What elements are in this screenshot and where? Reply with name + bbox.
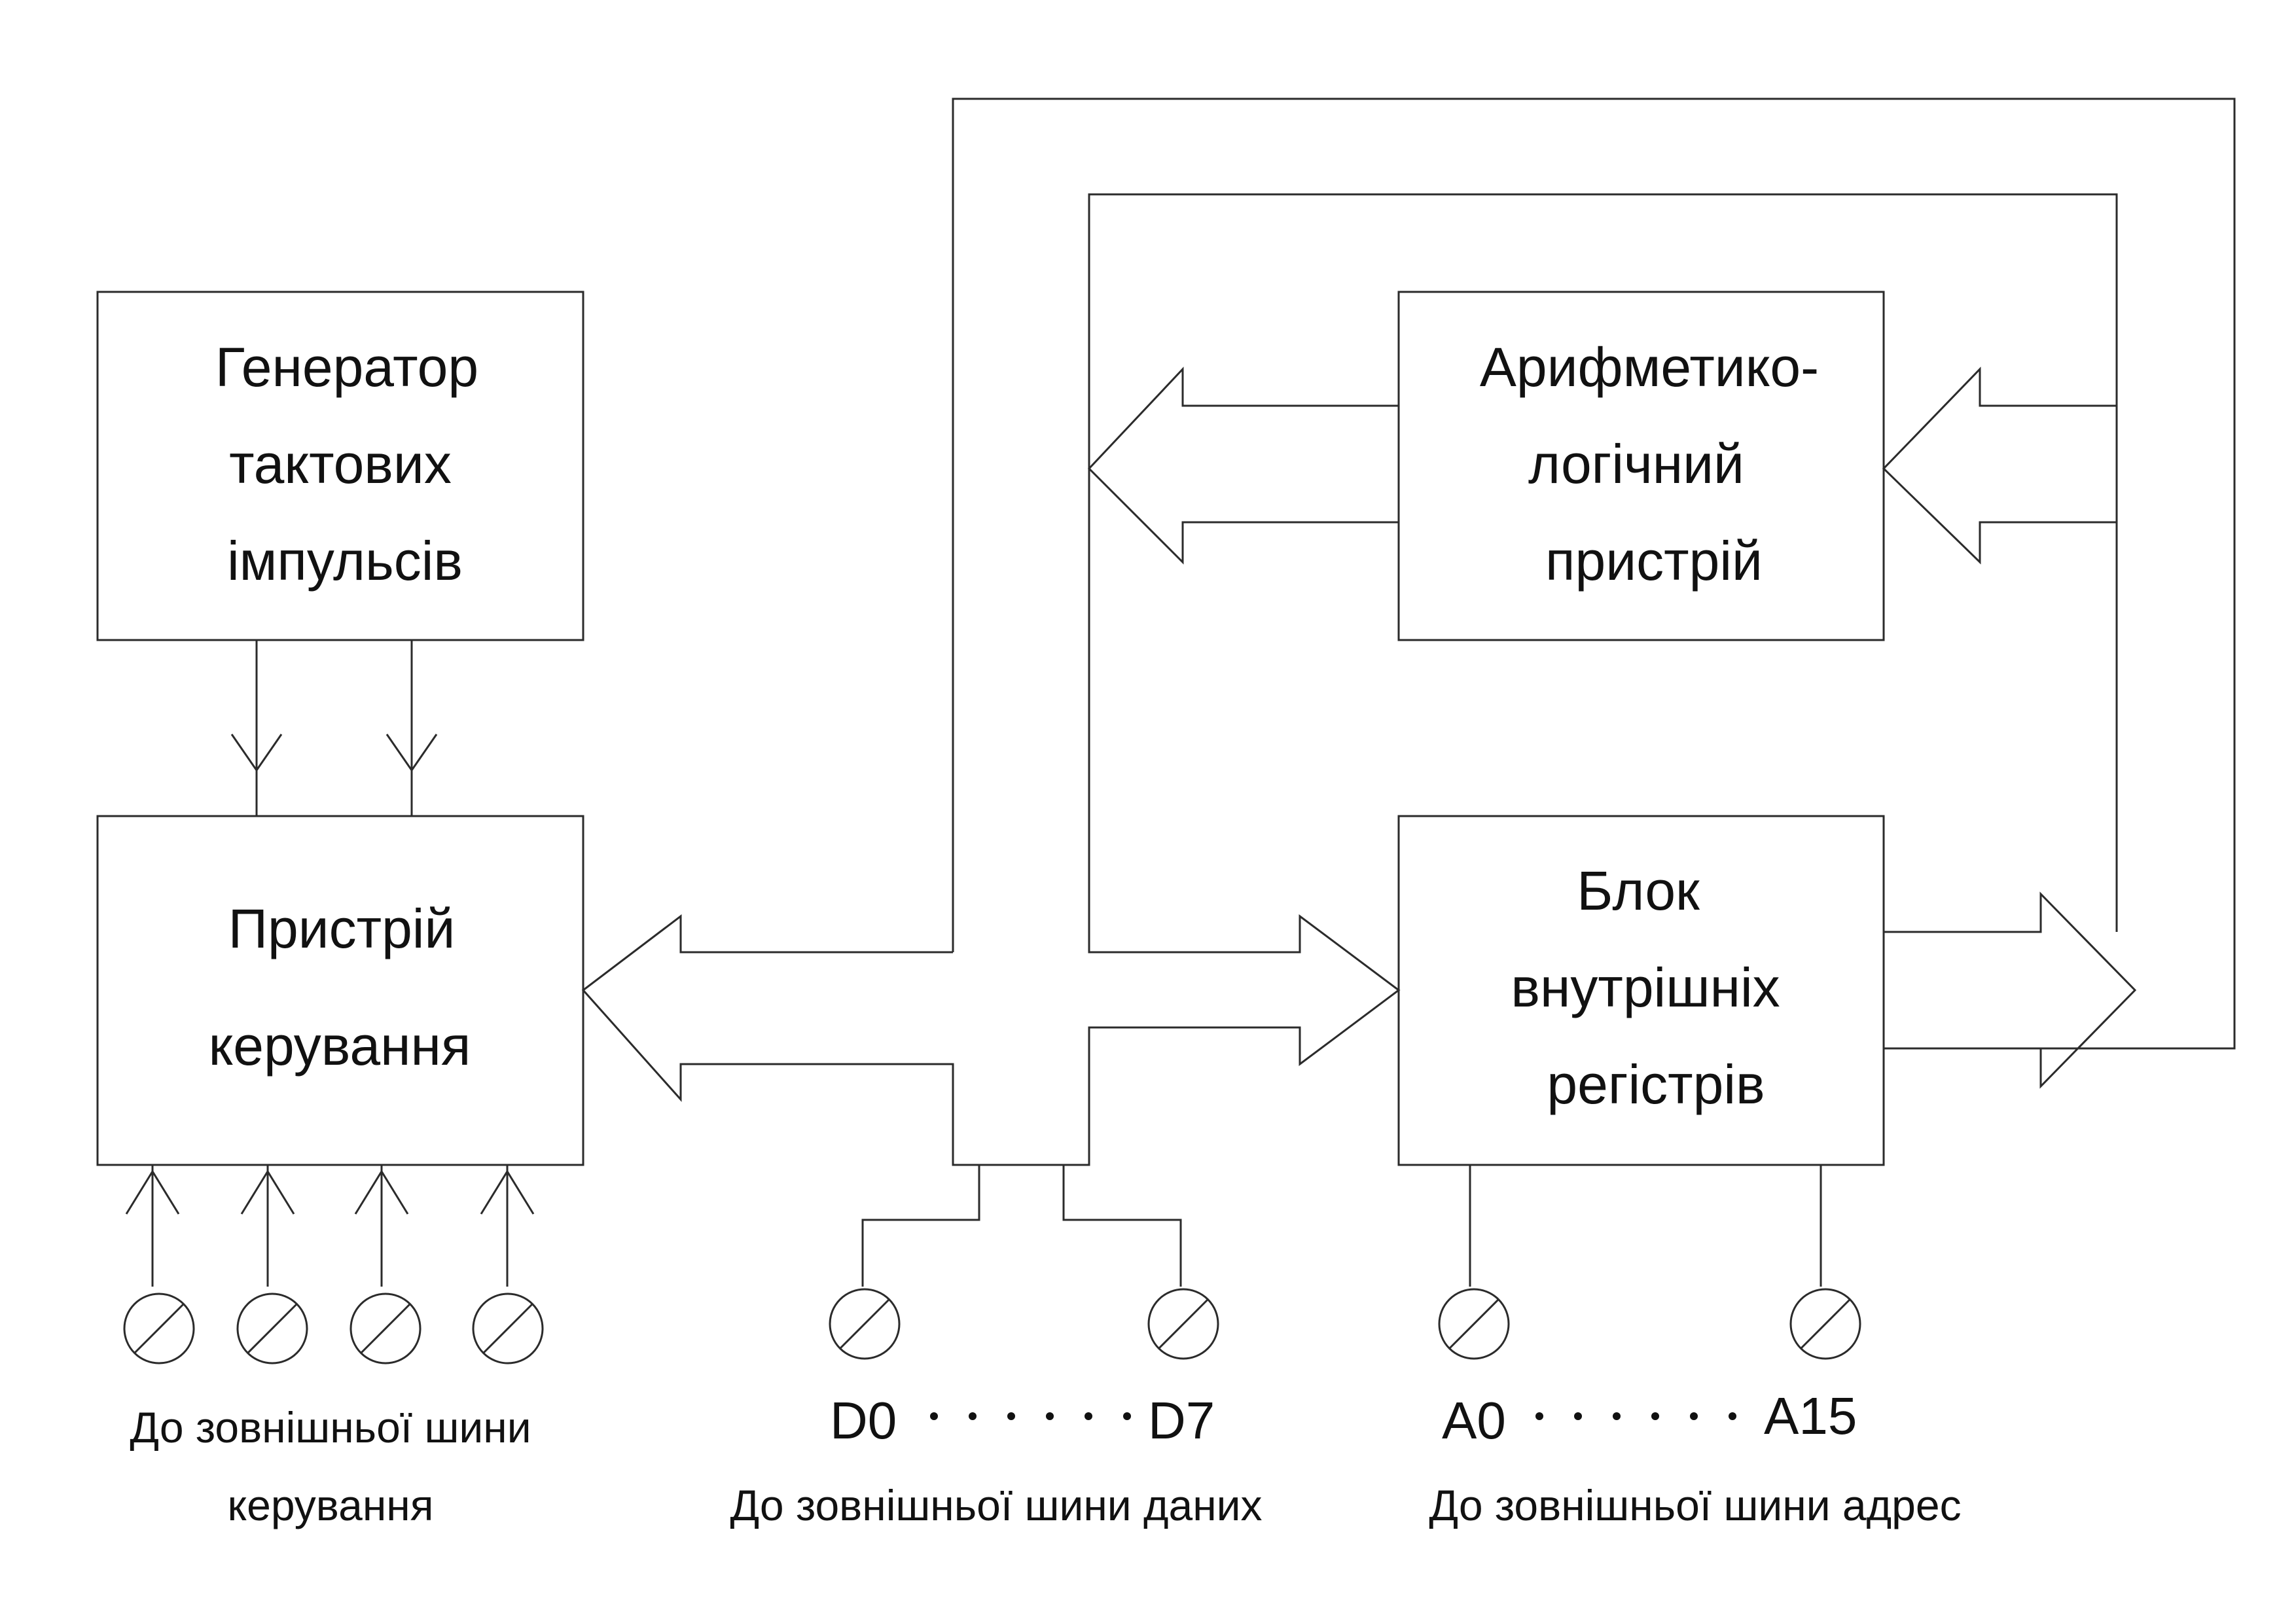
- alu-output-arrow: [1087, 366, 1399, 565]
- alu-label-line-1: Арифметико-: [1480, 336, 1819, 398]
- registers-block: [1397, 815, 1885, 1166]
- address-bus-caption: До зовнішньої шини адрес: [1429, 1481, 1961, 1529]
- control-bus-caption-line-1: До зовнішньої шини: [130, 1403, 531, 1452]
- data-bus-first-label: D0: [830, 1391, 897, 1450]
- address-bus-dots: [1535, 1412, 1736, 1420]
- generator-label-line-1: Генератор: [215, 336, 478, 398]
- control-bus-caption-line-2: керування: [228, 1481, 434, 1529]
- control-unit-block: [96, 815, 584, 1166]
- generator-label-line-2: тактових: [229, 433, 452, 495]
- clock-lines: [230, 640, 438, 816]
- control-bus-inputs: [125, 1165, 535, 1287]
- control-bus-terminals: [123, 1293, 544, 1364]
- data-bus-dots: [930, 1412, 1131, 1420]
- data-bus-caption: До зовнішньої шини даних: [730, 1481, 1262, 1529]
- data-bus-last-label: D7: [1148, 1391, 1215, 1450]
- address-bus-first-label: A0: [1442, 1391, 1506, 1450]
- control-unit-label-line-1: Пристрій: [228, 898, 456, 959]
- alu-block: [1397, 291, 1885, 641]
- alu-input-arrow: [1882, 366, 2117, 565]
- generator-label-line-3: імпульсів: [227, 530, 463, 592]
- registers-label-line-2: внутрішніх: [1511, 957, 1780, 1018]
- address-bus-terminals: [1438, 1288, 1861, 1360]
- internal-data-bus-arrow: [581, 98, 2236, 1166]
- alu-label-line-3: пристрій: [1545, 530, 1763, 592]
- generator-block: [96, 291, 584, 641]
- registers-label-line-1: Блок: [1577, 860, 1700, 921]
- registers-label-line-3: регістрів: [1547, 1054, 1765, 1115]
- data-bus-lines: [861, 1165, 1182, 1287]
- data-bus-terminals: [829, 1288, 1219, 1360]
- address-bus-lines: [1469, 1165, 1822, 1287]
- address-bus-last-label: A15: [1764, 1387, 1857, 1445]
- alu-label-line-2: логічний: [1528, 433, 1744, 495]
- control-unit-label-line-2: керування: [209, 1015, 471, 1077]
